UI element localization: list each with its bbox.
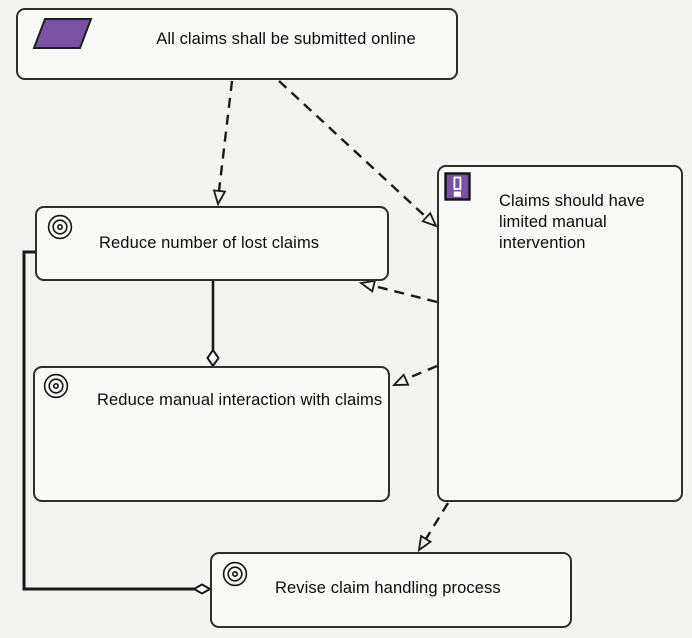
connector-reduce-lost-aggregates-reduce-manual[interactable] xyxy=(206,281,220,368)
node-requirement-all-claims[interactable]: All claims shall be submitted online xyxy=(16,8,458,80)
node-label: Reduce manual interaction with claims xyxy=(97,391,383,409)
connector-principle-to-revise-process[interactable] xyxy=(417,502,450,552)
node-principle-limited-manual-intervention[interactable]: Claims should have limited manual interv… xyxy=(437,165,683,502)
connector-principle-to-reduce-manual[interactable] xyxy=(391,364,438,386)
connector-all-claims-to-reduce-lost[interactable] xyxy=(212,80,234,207)
node-label: Revise claim handling process xyxy=(275,579,501,597)
node-label: All claims shall be submitted online xyxy=(156,30,416,48)
connector-all-claims-to-principle[interactable] xyxy=(278,80,438,228)
principle-exclamation-icon xyxy=(444,172,471,201)
goal-target-icon xyxy=(47,214,73,240)
requirement-parallelogram-icon xyxy=(32,18,93,49)
connector-principle-to-reduce-lost[interactable] xyxy=(358,279,438,304)
node-goal-reduce-lost-claims[interactable]: Reduce number of lost claims xyxy=(35,206,389,281)
node-label: Claims should have limited manual interv… xyxy=(499,192,645,252)
node-goal-revise-claim-handling[interactable]: Revise claim handling process xyxy=(210,552,572,628)
goal-target-icon xyxy=(43,373,69,399)
node-label: Reduce number of lost claims xyxy=(99,234,320,252)
goal-target-icon xyxy=(222,561,248,587)
node-goal-reduce-manual-interaction[interactable]: Reduce manual interaction with claims xyxy=(33,366,390,502)
